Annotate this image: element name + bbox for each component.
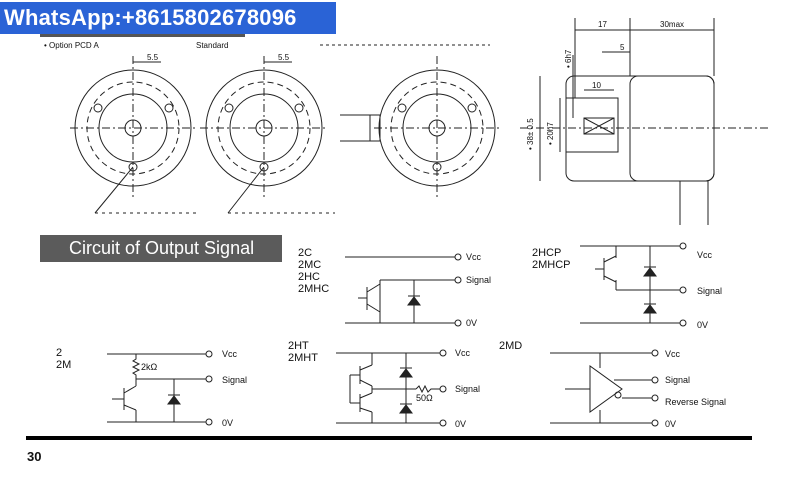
c2m-signal: Signal <box>222 375 247 385</box>
dim-55-b: 5.5 <box>278 53 290 62</box>
c2ht-model-1: 2MHT <box>288 352 318 364</box>
whatsapp-watermark: WhatsApp:+8615802678096 <box>0 2 336 34</box>
c2m-model-1: 2M <box>56 359 71 371</box>
option-label: • Option PCD A <box>44 41 99 50</box>
flange-view-3 <box>320 44 500 200</box>
c2c-model-2: 2HC <box>298 271 320 283</box>
circuit-2c <box>345 253 462 327</box>
c2md-model-0: 2MD <box>499 340 522 352</box>
c2ht-0v: 0V <box>455 419 466 429</box>
c2m-vcc: Vcc <box>222 349 238 359</box>
c2ht-model-0: 2HT <box>288 340 309 352</box>
c2c-model-0: 2C <box>298 247 312 259</box>
dim-55-a: 5.5 <box>147 53 159 62</box>
c2m-resistor: 2kΩ <box>141 362 158 372</box>
c2c-signal: Signal <box>466 275 491 285</box>
flange-view-1 <box>70 56 196 200</box>
c2ht-resistor: 50Ω <box>416 393 433 403</box>
c2c-0v: 0V <box>466 318 477 328</box>
c2hcp-vcc: Vcc <box>697 250 713 260</box>
c2md-vcc: Vcc <box>665 349 681 359</box>
c2hcp-model-0: 2HCP <box>532 247 561 259</box>
c2ht-vcc: Vcc <box>455 348 471 358</box>
c2hcp-model-1: 2MHCP <box>532 259 571 271</box>
c2c-model-3: 2MHC <box>298 283 329 295</box>
dim-20h7: • 20h7 <box>546 122 555 145</box>
c2md-reverse-signal: Reverse Signal <box>665 397 726 407</box>
standard-label: Standard <box>196 41 228 50</box>
dim-17: 17 <box>598 20 607 29</box>
circuit-2ht <box>336 349 447 427</box>
dim-30max: 30max <box>660 20 684 29</box>
c2m-0v: 0V <box>222 418 233 428</box>
c2c-vcc: Vcc <box>466 252 482 262</box>
dim-38: • 38± 0.5 <box>526 118 535 150</box>
circuit-2md <box>550 349 659 427</box>
circuit-2hcp <box>580 242 687 327</box>
encoder-side-view <box>520 18 770 225</box>
dim-5: 5 <box>620 43 625 52</box>
circuit-2m <box>107 350 213 426</box>
c2hcp-signal: Signal <box>697 286 722 296</box>
c2md-0v: 0V <box>665 419 676 429</box>
dim-6h7: • 6h7 <box>564 49 573 68</box>
c2m-model-0: 2 <box>56 347 62 359</box>
c2hcp-0v: 0V <box>697 320 708 330</box>
page-divider <box>26 436 752 440</box>
c2c-model-1: 2MC <box>298 259 321 271</box>
dim-10: 10 <box>592 81 601 90</box>
page-number: 30 <box>27 449 42 464</box>
c2md-signal: Signal <box>665 375 690 385</box>
flange-view-2 <box>200 56 328 200</box>
c2ht-signal: Signal <box>455 384 480 394</box>
circuit-output-title: Circuit of Output Signal <box>40 235 282 262</box>
